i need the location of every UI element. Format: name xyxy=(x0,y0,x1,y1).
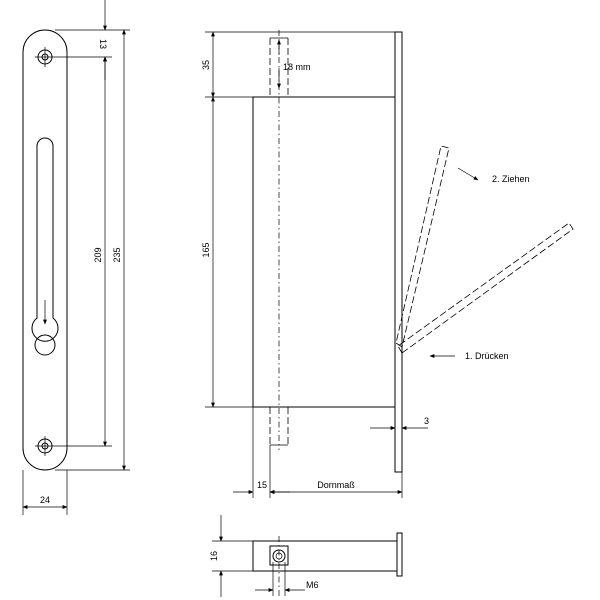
step-1-label: 1. Drücken xyxy=(465,351,509,361)
bottom-screw-hole xyxy=(35,436,55,456)
step-2-label: 2. Ziehen xyxy=(492,174,530,184)
dim-3: 3 xyxy=(424,416,429,426)
top-view: 16 M6 xyxy=(209,515,403,597)
finger-grip-circle xyxy=(34,334,56,356)
dim-dornmass: Dornmaß xyxy=(317,480,355,490)
dim-165: 165 xyxy=(201,242,211,257)
dim-13: 13 xyxy=(98,39,108,49)
dim-24: 24 xyxy=(40,495,50,505)
dim-16: 16 xyxy=(209,551,219,561)
faceplate-outline xyxy=(22,29,68,471)
top-screw-hole xyxy=(35,47,55,67)
top-faceplate xyxy=(396,532,403,577)
dim-209: 209 xyxy=(93,247,103,262)
lock-body xyxy=(252,96,396,408)
dim-15: 15 xyxy=(257,480,267,490)
dim-m6: M6 xyxy=(306,580,319,590)
side-faceplate xyxy=(394,31,403,473)
dim-35: 35 xyxy=(201,60,211,70)
dim-235: 235 xyxy=(112,247,122,262)
handle-slot xyxy=(31,137,59,342)
pull-handle-positions xyxy=(395,145,574,354)
faceplate-view: 13 209 235 24 xyxy=(22,0,130,515)
dim-18mm: 18 mm xyxy=(283,62,311,72)
side-view: 18 mm 35 165 2. Ziehen 1. Drücken 3 xyxy=(201,30,574,498)
